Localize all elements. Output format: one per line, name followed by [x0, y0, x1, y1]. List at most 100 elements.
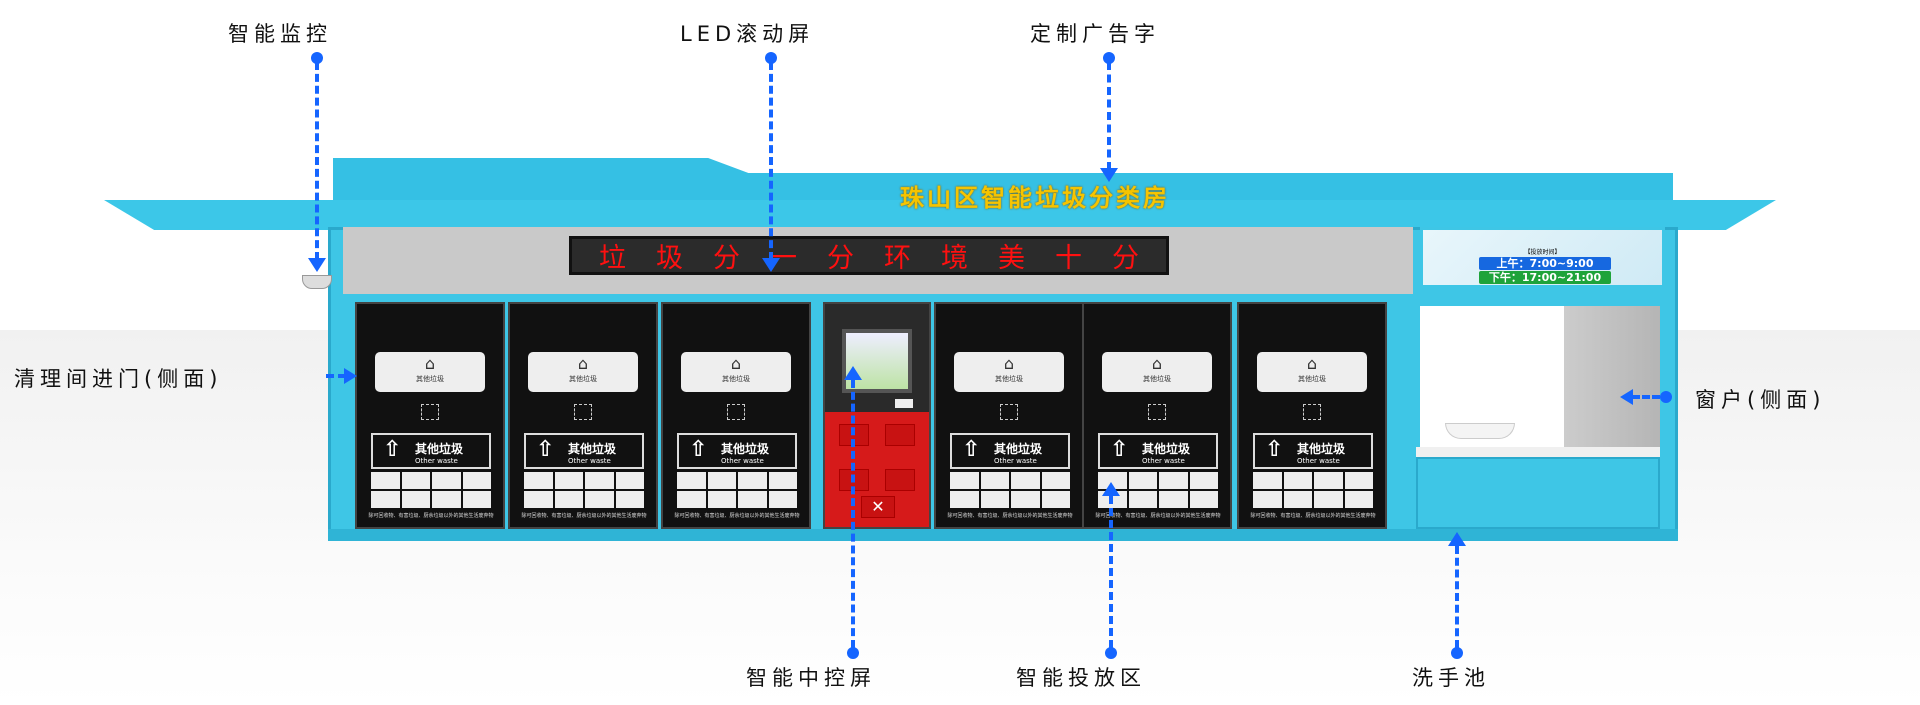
waste-example-icon: [401, 491, 430, 508]
waste-example-icon: [585, 491, 614, 508]
waste-example-icon: [1159, 491, 1188, 508]
arrow-up-icon: [1448, 532, 1466, 546]
control-button[interactable]: [885, 469, 915, 491]
waste-example-icon: [1011, 491, 1040, 508]
control-panel[interactable]: ✕: [823, 302, 931, 529]
waste-example-icon: [1189, 472, 1218, 489]
bin-lid[interactable]: 其他垃圾: [1102, 352, 1212, 392]
waste-example-icon: [401, 472, 430, 489]
waste-example-icon: [432, 491, 461, 508]
arrow-down-icon: [762, 258, 780, 272]
led-char: 美: [998, 243, 1025, 274]
led-char: 十: [1055, 243, 1082, 274]
arrow-up-icon: [1102, 482, 1120, 496]
waste-example-icon: [768, 491, 797, 508]
waste-example-icon: [371, 472, 400, 489]
callout-dot: [847, 647, 859, 659]
callout-dot: [1451, 647, 1463, 659]
callout-dot: [1103, 52, 1115, 64]
waste-examples: [1253, 472, 1373, 508]
bin-sign-title: 其他垃圾: [1297, 442, 1346, 456]
control-button[interactable]: [885, 424, 915, 446]
bin-sign-en: Other waste: [415, 457, 458, 465]
led-char: 分: [713, 243, 740, 274]
bin-lid[interactable]: 其他垃圾: [375, 352, 485, 392]
bin-lid[interactable]: 其他垃圾: [954, 352, 1064, 392]
waste-example-icon: [738, 472, 767, 489]
waste-example-icon: [1011, 472, 1040, 489]
bin-sign-en: Other waste: [721, 457, 764, 465]
waste-example-icon: [1253, 491, 1282, 508]
led-scrolling-screen: 垃圾分一分环境美十分: [569, 236, 1169, 275]
led-char: 分: [827, 243, 854, 274]
bin-sign-en: Other waste: [1142, 457, 1185, 465]
led-char: 圾: [656, 243, 683, 274]
hazard-button[interactable]: ✕: [861, 496, 895, 518]
waste-example-icon: [1283, 472, 1312, 489]
callout-dot: [1105, 647, 1117, 659]
waste-examples: [371, 472, 491, 508]
arrow-left-icon: [1620, 389, 1633, 405]
waste-example-icon: [1314, 472, 1343, 489]
waste-example-icon: [1314, 491, 1343, 508]
callout-line: [851, 380, 855, 648]
control-panel-top: [825, 304, 929, 412]
callout-line: [1455, 546, 1459, 648]
led-char: 境: [941, 243, 968, 274]
sensor-icon: [1303, 404, 1321, 420]
waste-example-icon: [585, 472, 614, 489]
bin-note: 除可回收物、有害垃圾、厨余垃圾以外的其他生活废弃物: [368, 513, 494, 519]
waste-example-icon: [1159, 472, 1188, 489]
bin-note: 除可回收物、有害垃圾、厨余垃圾以外的其他生活废弃物: [674, 513, 800, 519]
led-char: 垃: [599, 243, 626, 274]
bin-note: 除可回收物、有害垃圾、厨余垃圾以外的其他生活废弃物: [1250, 513, 1376, 519]
waste-example-icon: [554, 472, 583, 489]
schedule-board: 【投放时间】 上午：7:00~9:00 下午：17:00~21:00: [1420, 227, 1665, 288]
waste-example-icon: [524, 472, 553, 489]
label-control-screen: 智能中控屏: [746, 666, 876, 690]
bin-sign-en: Other waste: [568, 457, 611, 465]
bin-note: 除可回收物、有害垃圾、厨余垃圾以外的其他生活废弃物: [521, 513, 647, 519]
schedule-heading: 【投放时间】: [1524, 249, 1561, 256]
waste-example-icon: [432, 472, 461, 489]
waste-example-icon: [1344, 491, 1373, 508]
bin-lid[interactable]: 其他垃圾: [528, 352, 638, 392]
bin-sign-en: Other waste: [994, 457, 1037, 465]
waste-example-icon: [677, 472, 706, 489]
bin-lid[interactable]: 其他垃圾: [681, 352, 791, 392]
bin-lid[interactable]: 其他垃圾: [1257, 352, 1367, 392]
bin-sign-title: 其他垃圾: [721, 442, 770, 456]
arrow-down-icon: [308, 258, 326, 272]
waste-example-icon: [462, 472, 491, 489]
waste-example-icon: [524, 491, 553, 508]
bin-sign-en: Other waste: [1297, 457, 1340, 465]
sensor-icon: [421, 404, 439, 420]
waste-examples: [950, 472, 1070, 508]
led-char: 环: [884, 243, 911, 274]
sink-cabinet: [1416, 457, 1660, 529]
waste-example-icon: [1283, 491, 1312, 508]
bin-sign-title: 其他垃圾: [415, 442, 464, 456]
sink-counter: [1416, 447, 1660, 457]
callout-line: [769, 62, 773, 260]
led-char: 分: [1112, 243, 1139, 274]
label-drop-zone: 智能投放区: [1016, 666, 1146, 690]
callout-dot: [311, 52, 323, 64]
sensor-icon: [1000, 404, 1018, 420]
waste-example-icon: [677, 491, 706, 508]
bin-sign-title: 其他垃圾: [994, 442, 1043, 456]
callout-line: [315, 62, 319, 260]
card-reader: [895, 399, 913, 408]
bin-note: 除可回收物、有害垃圾、厨余垃圾以外的其他生活废弃物: [947, 513, 1073, 519]
schedule-afternoon: 下午：17:00~21:00: [1479, 271, 1611, 284]
waste-example-icon: [707, 472, 736, 489]
